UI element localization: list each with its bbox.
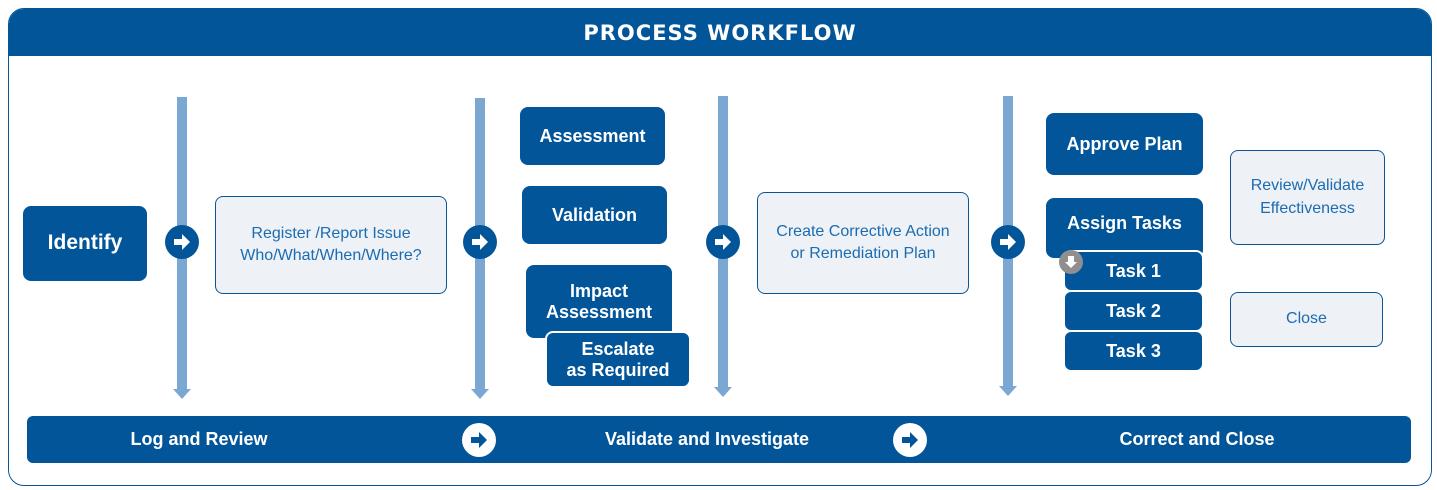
- impact-line-1: Impact: [569, 280, 629, 301]
- arrow-down-circle-icon: [1059, 250, 1083, 274]
- arrow-right-circle-icon: [165, 225, 199, 259]
- close-box: Close: [1230, 292, 1383, 347]
- corrective-line-1: Create Corrective Action: [776, 222, 950, 240]
- task-2-box: Task 2: [1063, 290, 1204, 332]
- review-line-2: Effectiveness: [1260, 199, 1355, 217]
- assessment-box: Assessment: [520, 107, 665, 165]
- escalate-line-2: as Required: [566, 359, 670, 380]
- arrow-right-circle-icon: [706, 225, 740, 259]
- register-line-2: Who/What/When/Where?: [240, 247, 422, 264]
- impact-line-2: Assessment: [545, 301, 653, 322]
- arrow-right-circle-icon: [893, 423, 927, 457]
- phase-bar: Log and Review Validate and Investigate …: [27, 416, 1411, 463]
- arrow-right-circle-icon: [462, 423, 496, 457]
- assessment-label: Assessment: [539, 125, 646, 146]
- register-issue-box: Register /Report Issue Who/What/When/Whe…: [215, 196, 447, 294]
- phase-correct-close: Correct and Close: [1119, 429, 1275, 449]
- phase-log-review: Log and Review: [130, 429, 268, 449]
- impact-assessment-box: Impact Assessment: [526, 265, 672, 338]
- task-1-box: Task 1: [1063, 250, 1204, 292]
- task-1-label: Task 1: [1106, 260, 1161, 281]
- escalate-line-1: Escalate: [581, 338, 655, 359]
- identify-label: Identify: [47, 231, 123, 255]
- corrective-action-box: Create Corrective Action or Remediation …: [757, 192, 969, 294]
- approve-plan-label: Approve Plan: [1066, 133, 1183, 154]
- approve-plan-box: Approve Plan: [1046, 113, 1203, 175]
- validation-box: Validation: [522, 186, 667, 244]
- close-label: Close: [1286, 310, 1327, 328]
- identify-box: Identify: [23, 206, 147, 281]
- review-line-1: Review/Validate: [1250, 177, 1365, 195]
- assign-tasks-box: Assign Tasks: [1046, 198, 1203, 258]
- task-3-label: Task 3: [1106, 340, 1161, 361]
- phase-validate-investigate: Validate and Investigate: [604, 429, 810, 449]
- arrow-right-circle-icon: [991, 225, 1025, 259]
- task-2-label: Task 2: [1106, 300, 1161, 321]
- task-3-box: Task 3: [1063, 330, 1204, 372]
- validation-label: Validation: [551, 204, 638, 225]
- escalate-box: Escalate as Required: [545, 331, 691, 388]
- corrective-line-2: or Remediation Plan: [790, 245, 936, 262]
- assign-tasks-label: Assign Tasks: [1067, 213, 1182, 233]
- register-line-1: Register /Report Issue: [251, 224, 411, 242]
- review-validate-box: Review/Validate Effectiveness: [1230, 150, 1385, 245]
- page-title: PROCESS WORKFLOW: [9, 9, 1431, 56]
- arrow-right-circle-icon: [463, 225, 497, 259]
